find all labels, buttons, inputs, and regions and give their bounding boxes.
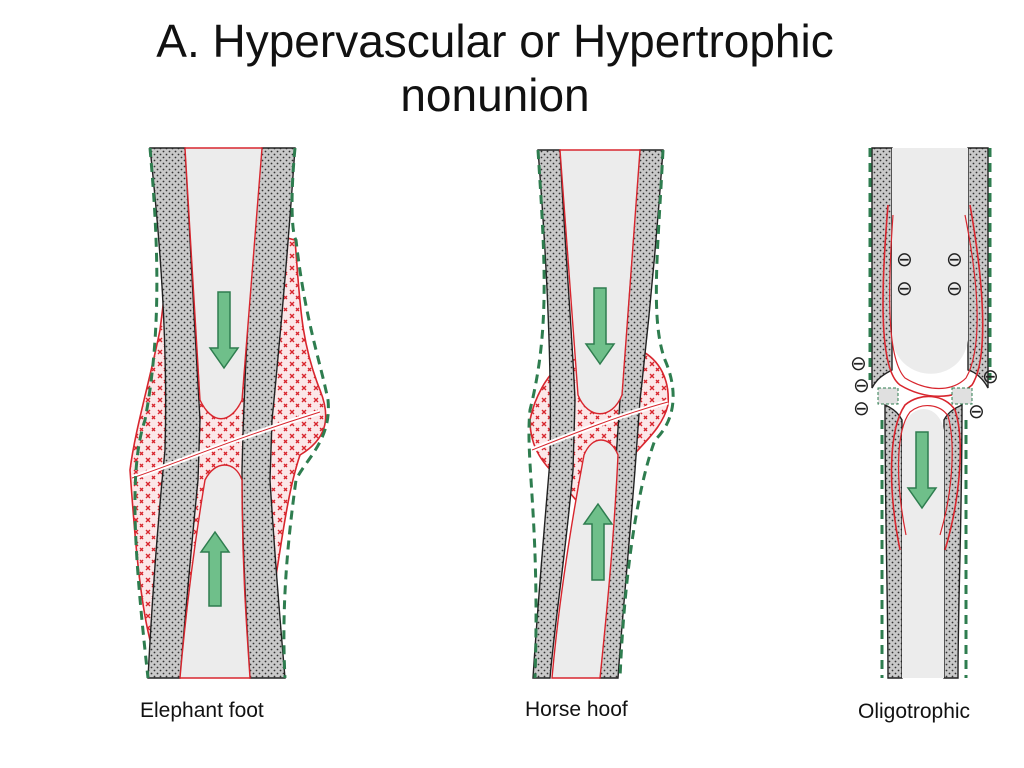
inhibition-icon: ⊖ [982, 364, 999, 388]
inhibition-icon: ⊖ [896, 276, 913, 300]
inhibition-icon: ⊖ [850, 351, 867, 375]
horse-hoof-bone [529, 150, 673, 678]
inhibition-icon: ⊖ [946, 247, 963, 271]
inhibition-icon: ⊖ [968, 399, 985, 423]
caption-oligotrophic: Oligotrophic [858, 700, 970, 724]
inhibition-icon: ⊖ [946, 276, 963, 300]
oligo-gap-left [878, 388, 898, 404]
inhibition-icon: ⊖ [896, 247, 913, 271]
elephant-foot-bone [130, 148, 328, 678]
oligo-right-cortex-upper [968, 148, 988, 388]
oligo-left-cortex-upper [872, 148, 892, 388]
caption-horse-hoof: Horse hoof [525, 698, 628, 722]
inhibition-icon: ⊖ [853, 396, 870, 420]
caption-elephant-foot: Elephant foot [140, 699, 264, 723]
inhibition-icon: ⊖ [853, 373, 870, 397]
